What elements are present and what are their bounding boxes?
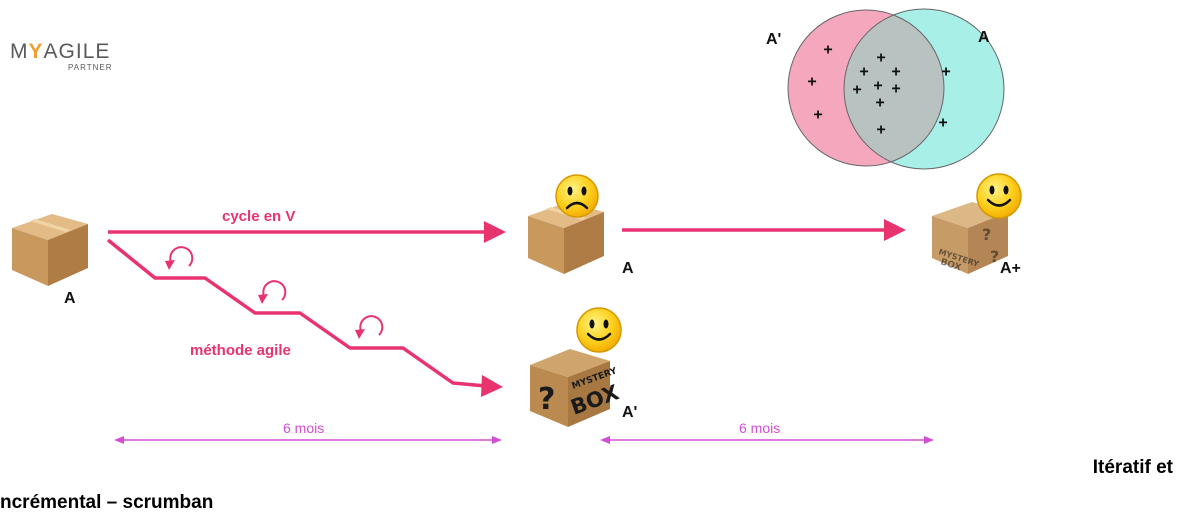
agile-method-label: méthode agile [190, 342, 291, 359]
venn-overlap [844, 10, 944, 166]
venn-mark: + [873, 78, 882, 95]
happy-face-icon [576, 307, 622, 353]
venn-label-a-prime: A' [766, 31, 781, 48]
logo-wordmark: MYAGILE [10, 40, 110, 63]
logo-letter-m: M [10, 40, 29, 63]
venn-mark: + [941, 64, 950, 81]
v-cycle-arrow [108, 221, 506, 243]
box-print-mark: ? [538, 382, 555, 417]
improvement-arrow [622, 219, 906, 241]
logo-tagline: PARTNER [68, 63, 113, 72]
caption-line-1: Itératif et [1093, 457, 1174, 478]
venn-mark: + [876, 122, 885, 139]
v-cycle-outcome-label: A [622, 260, 634, 277]
iteration-loop-icon [258, 280, 287, 304]
box-print-mark: ? [990, 247, 999, 266]
myagile-partner-logo: MYAGILE PARTNER [10, 40, 113, 72]
mystery-box-icon: ? MYSTERY BOX [530, 349, 622, 427]
start-box [12, 214, 88, 286]
duration-label: 6 mois [283, 420, 324, 436]
venn-mark: + [859, 64, 868, 81]
venn-mark: + [852, 82, 861, 99]
venn-diagram: A' A + + + + + + + + + + + + + [766, 8, 1005, 170]
venn-mark: + [823, 42, 832, 59]
venn-mark: + [938, 115, 947, 132]
box-print-mark: ? [982, 225, 991, 244]
happy-face-icon [976, 173, 1022, 219]
sad-face-icon [555, 174, 599, 218]
venn-mark: + [891, 64, 900, 81]
venn-mark: + [876, 50, 885, 67]
cardboard-box-icon [12, 214, 88, 286]
venn-mark: + [891, 81, 900, 98]
iteration-loop-icon [165, 246, 194, 270]
agile-outcome-label: A' [622, 404, 637, 421]
iteration-loop-icon [355, 315, 384, 339]
caption-line-2: ncrémental – scrumban [0, 492, 213, 513]
venn-circle-a-prime-outline [787, 9, 945, 167]
improved-outcome-label: A+ [1000, 260, 1021, 277]
logo-mark-y: Y [29, 40, 44, 63]
venn-mark: + [807, 74, 816, 91]
venn-circle-a-outline [843, 8, 1005, 170]
duration-label: 6 mois [739, 420, 780, 436]
agile-outcome-box: ? MYSTERY BOX [530, 349, 622, 427]
venn-mark: + [875, 95, 884, 112]
logo-letters-agile: AGILE [44, 40, 111, 63]
agile-staircase-arrow [106, 238, 503, 397]
venn-mark: + [813, 107, 822, 124]
duration-arrow-2 [600, 436, 934, 444]
duration-arrow-1 [114, 436, 502, 444]
v-cycle-label: cycle en V [222, 208, 295, 225]
venn-label-a: A [978, 29, 990, 46]
start-box-label: A [64, 290, 76, 307]
